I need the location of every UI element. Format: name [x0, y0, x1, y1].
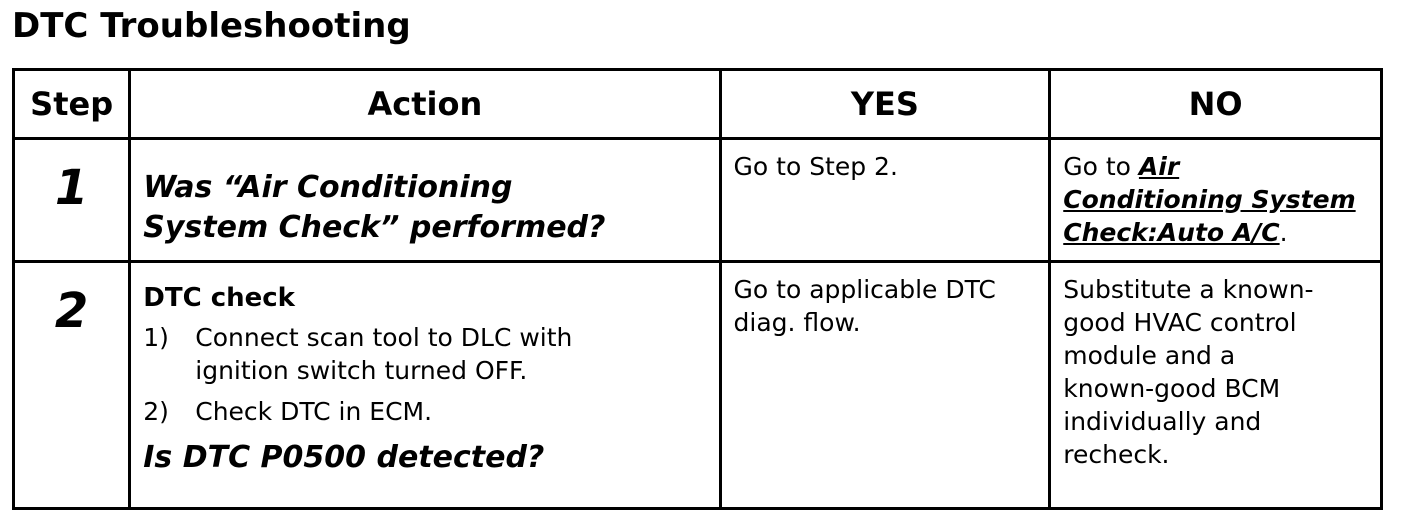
yes-line: Go to applicable DTC [733, 275, 996, 304]
no-line: recheck. [1063, 440, 1170, 469]
procedure-line: Connect scan tool to DLC with [195, 323, 573, 352]
yes-instruction: Go to applicable DTC diag. flow. [722, 263, 1049, 339]
procedure-number: 1) [143, 323, 169, 352]
step-cell: 2 [11, 260, 132, 510]
header-no: NO [1048, 68, 1383, 140]
question-line: System Check” performed? [143, 210, 606, 245]
procedure-text: Connect scan tool to DLC with ignition s… [195, 321, 572, 387]
yes-cell: Go to applicable DTC diag. flow. [718, 260, 1052, 510]
header-action: Action [128, 68, 722, 140]
procedure-line: Check DTC in ECM. [195, 397, 433, 426]
action-cell: DTC check 1) Connect scan tool to DLC wi… [128, 260, 722, 510]
action-content: DTC check 1) Connect scan tool to DLC wi… [131, 263, 718, 478]
action-cell: Was “Air Conditioning System Check” perf… [128, 137, 722, 263]
yes-line: diag. flow. [733, 308, 861, 337]
action-question: Is DTC P0500 detected? [143, 440, 545, 475]
header-step: Step [11, 68, 132, 140]
no-instruction: Go to Air Conditioning System Check:Auto… [1051, 140, 1380, 249]
no-line: module and a [1063, 341, 1236, 370]
procedure-list: 1) Connect scan tool to DLC with ignitio… [143, 321, 706, 428]
table-header-row: Step Action YES NO [11, 68, 1383, 140]
no-line: individually and [1063, 407, 1262, 436]
step-cell: 1 [11, 137, 132, 263]
table-row-step-2: 2 DTC check 1) Connect scan tool to DLC … [11, 260, 1383, 510]
table-row-step-1: 1 Was “Air Conditioning System Check” pe… [11, 137, 1383, 263]
no-line: good HVAC control [1063, 308, 1297, 337]
dtc-troubleshooting-table: Step Action YES NO 1 Was “Air Conditioni… [11, 68, 1383, 510]
page-title: DTC Troubleshooting [12, 6, 411, 46]
question-line: Was “Air Conditioning [143, 170, 513, 205]
no-instruction-suffix: . [1279, 218, 1288, 247]
no-line: known-good BCM [1063, 374, 1281, 403]
procedure-item: 2) Check DTC in ECM. [143, 395, 706, 428]
ac-system-check-link[interactable]: Air [1138, 152, 1180, 181]
no-instruction: Substitute a known- good HVAC control mo… [1051, 263, 1380, 471]
yes-cell: Go to Step 2. [718, 137, 1052, 263]
no-line: Substitute a known- [1063, 275, 1314, 304]
header-yes: YES [718, 68, 1052, 140]
action-title: DTC check [143, 283, 295, 313]
procedure-text: Check DTC in ECM. [195, 395, 432, 428]
no-cell: Substitute a known- good HVAC control mo… [1048, 260, 1383, 510]
yes-instruction: Go to Step 2. [733, 152, 898, 181]
action-question: Was “Air Conditioning System Check” perf… [131, 140, 718, 248]
ac-system-check-link[interactable]: Check:Auto A/C [1063, 218, 1280, 247]
procedure-line: ignition switch turned OFF. [195, 356, 528, 385]
no-instruction-prefix: Go to [1063, 152, 1139, 181]
no-cell: Go to Air Conditioning System Check:Auto… [1048, 137, 1383, 263]
ac-system-check-link[interactable]: Conditioning System [1063, 185, 1356, 214]
procedure-item: 1) Connect scan tool to DLC with ignitio… [143, 321, 706, 387]
procedure-number: 2) [143, 397, 169, 426]
step-number: 1 [54, 160, 89, 216]
step-number: 2 [54, 283, 89, 339]
